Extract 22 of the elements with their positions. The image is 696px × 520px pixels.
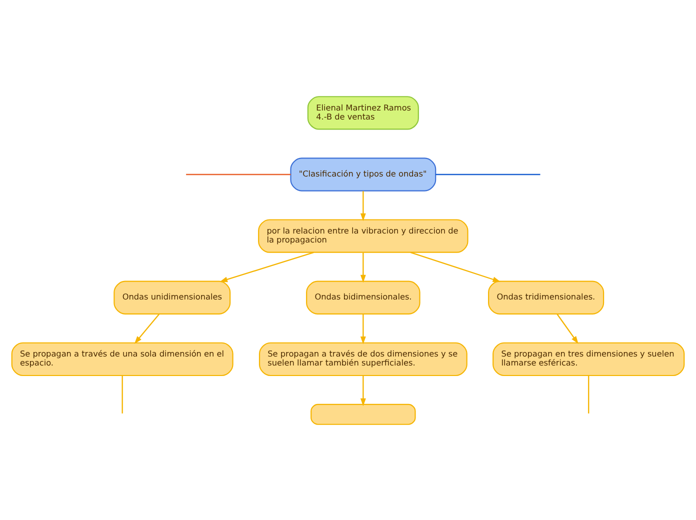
node-box: Se propagan a través de dos dimensiones y se suelen llamar también superficiales.: [258, 342, 468, 376]
node-box: Ondas tridimensionales.: [488, 280, 604, 314]
connector: [436, 173, 540, 175]
node-box: Se propagan en tres dimensiones y suelen llamarse esféricas.: [492, 342, 685, 376]
arrow: [410, 251, 501, 282]
node-box: Se propagan a través de una sola dimensión en el espacio.: [11, 342, 234, 376]
arrow: [360, 314, 366, 344]
arrow: [360, 190, 366, 221]
node-box: por la relacion entre la vibracion y direccion de la propagacion: [258, 218, 468, 252]
arrow: [556, 313, 578, 344]
connector: [186, 173, 291, 175]
node-box: [310, 403, 416, 424]
node-box: "Clasificación y tipos de ondas": [290, 157, 436, 191]
connector: [122, 375, 123, 413]
node-box: Ondas unidimensionales: [114, 280, 231, 314]
arrow: [134, 313, 160, 344]
arrow: [360, 375, 366, 406]
arrow: [360, 252, 366, 282]
arrow: [220, 251, 314, 282]
node-box: Ondas bidimensionales.: [306, 280, 420, 314]
connector: [588, 375, 590, 413]
node-box: Elienal Martinez Ramos 4.-B de ventas: [307, 96, 419, 130]
